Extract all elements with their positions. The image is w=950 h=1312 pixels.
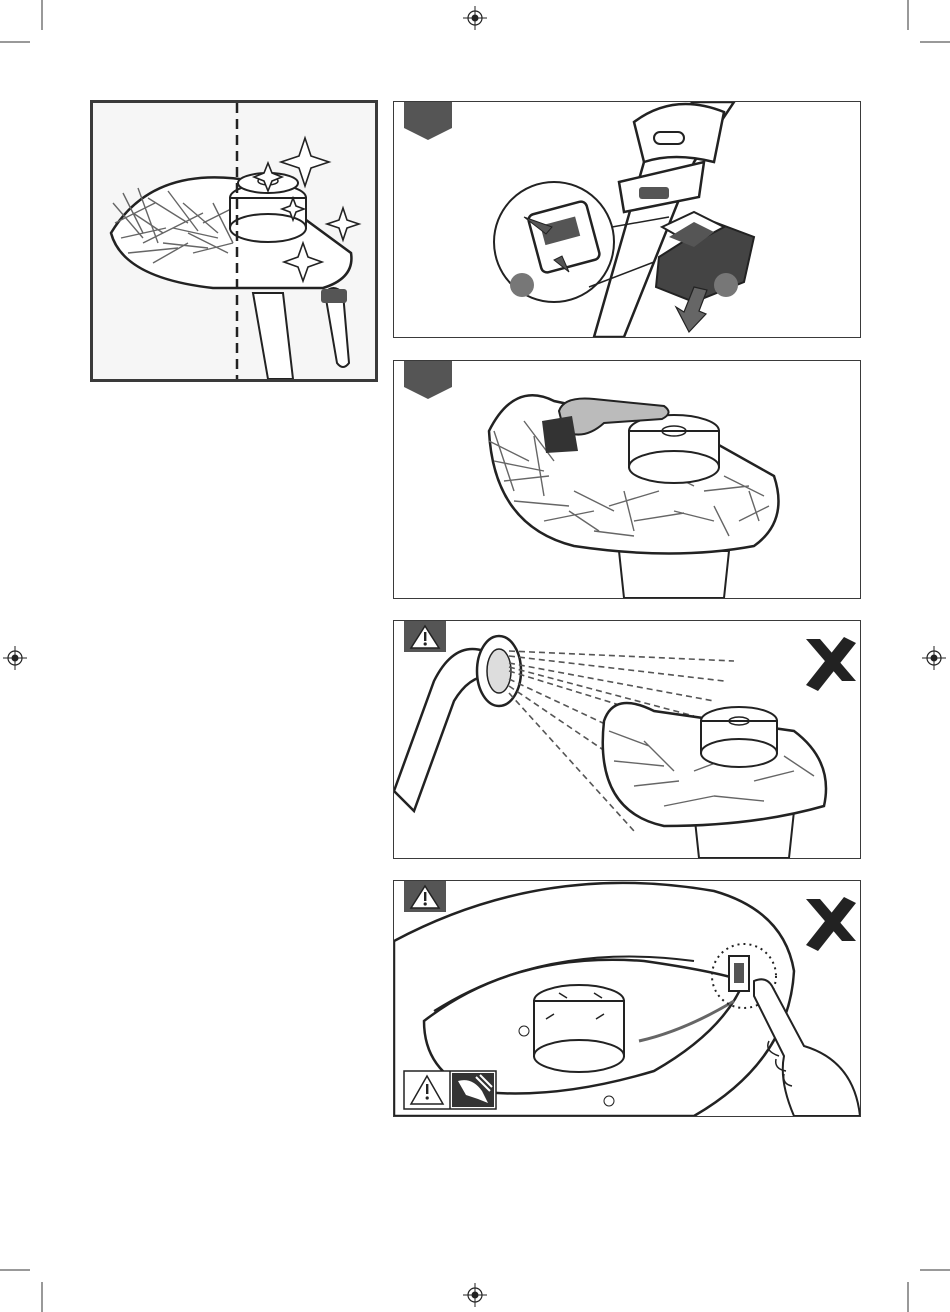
registration-mark-top xyxy=(463,6,487,30)
registration-mark-left xyxy=(3,646,27,670)
overview-panel xyxy=(90,100,378,382)
cross-icon xyxy=(806,897,856,951)
brush-clean-guard-illustration xyxy=(394,361,860,598)
step-4-panel xyxy=(393,880,861,1117)
guard-clean-comparison-illustration xyxy=(93,103,375,379)
warning-icon xyxy=(404,621,446,652)
step-marker-tab xyxy=(404,361,452,399)
step-1-panel xyxy=(393,101,861,338)
step-marker-tab xyxy=(404,102,452,140)
registration-mark-right xyxy=(922,646,946,670)
warning-icon xyxy=(404,881,446,912)
step-3-panel xyxy=(393,620,861,859)
do-not-touch-cutter-illustration xyxy=(394,881,860,1116)
step-2-panel xyxy=(393,360,861,599)
registration-mark-bottom xyxy=(463,1283,487,1307)
no-water-spray-illustration xyxy=(394,621,860,858)
cut-hazard-icon xyxy=(404,1071,496,1109)
cross-icon xyxy=(806,637,856,691)
remove-battery-illustration xyxy=(394,102,860,337)
